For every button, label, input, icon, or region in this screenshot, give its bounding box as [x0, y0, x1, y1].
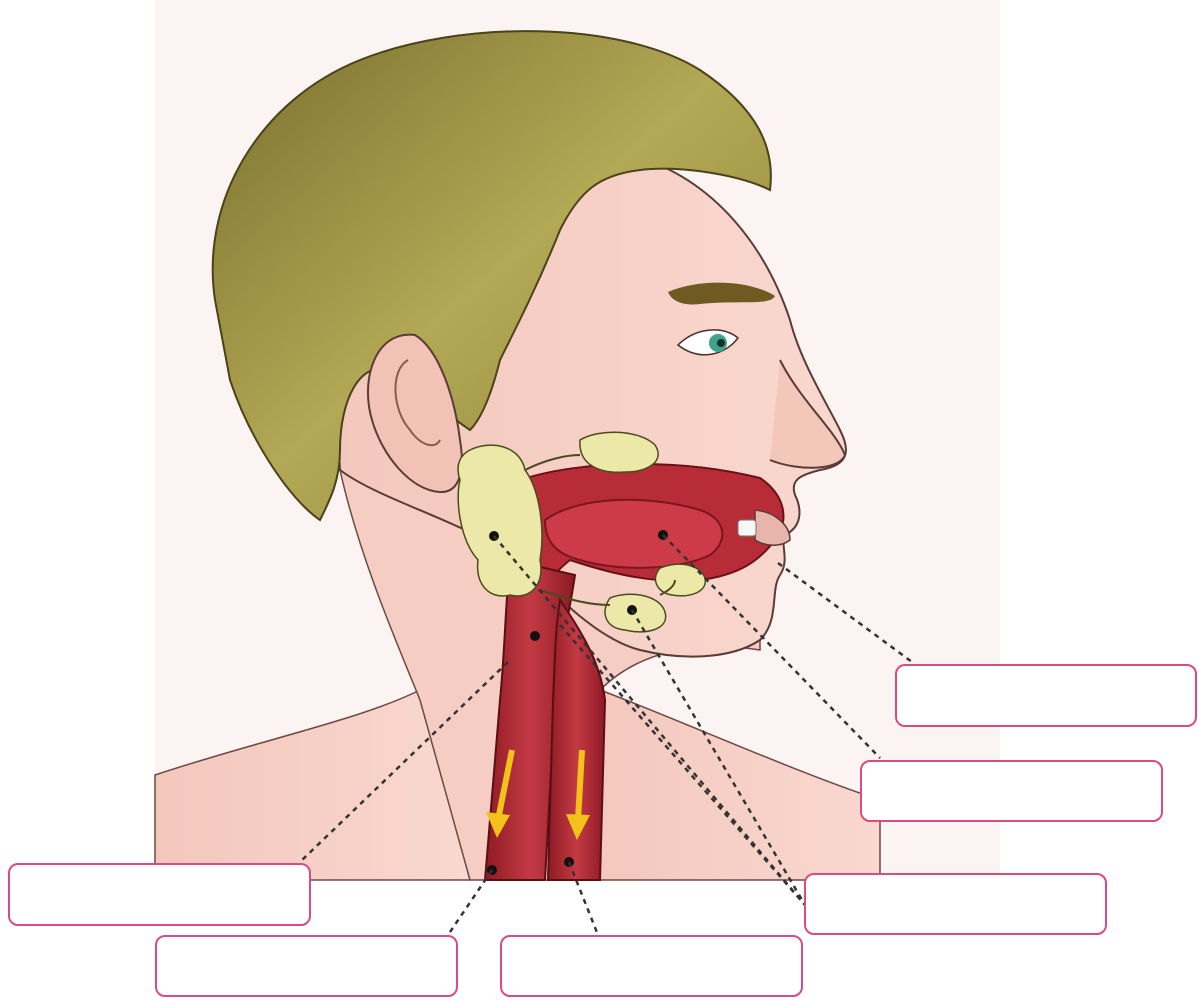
submandibular-gland: [656, 564, 706, 596]
teeth: [738, 520, 756, 536]
pupil: [717, 339, 725, 347]
marker-dot-pharynx: [530, 631, 540, 641]
tongue: [545, 500, 722, 568]
label-box-trachea[interactable]: [500, 935, 803, 997]
label-box-esophagus[interactable]: [155, 935, 458, 997]
label-box-tongue[interactable]: [860, 760, 1163, 822]
label-box-pharynx[interactable]: [8, 863, 311, 926]
flow-arrow-right: [578, 750, 582, 820]
label-box-mouth[interactable]: [895, 664, 1197, 727]
sublingual-gland: [580, 432, 658, 472]
label-box-salivary-glands[interactable]: [804, 873, 1107, 935]
